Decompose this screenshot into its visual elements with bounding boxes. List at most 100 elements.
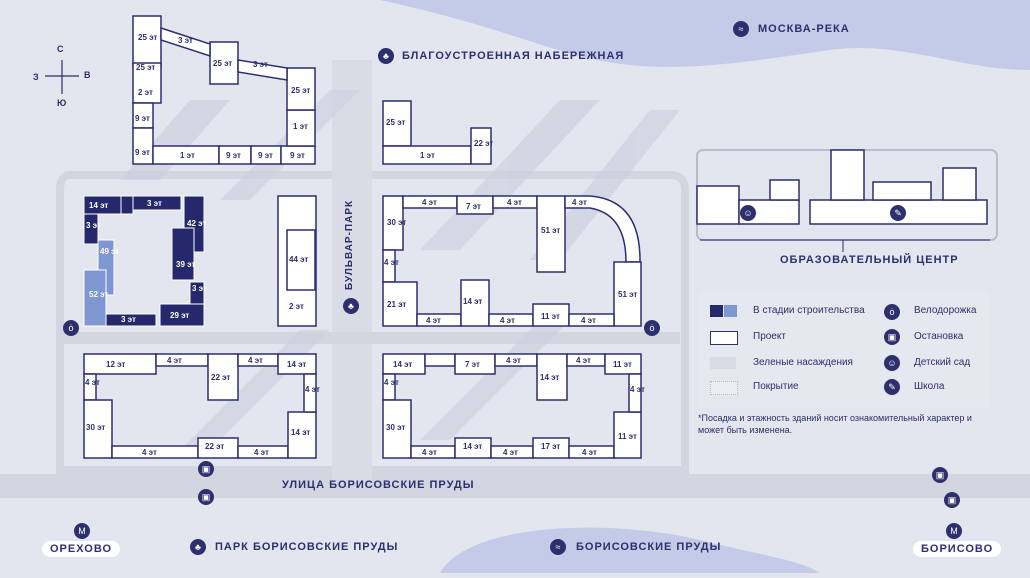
legend-green: Зеленые насаждения — [753, 357, 853, 368]
building-floors-label: 42 эт — [187, 219, 207, 228]
compass — [45, 60, 79, 94]
building-floors-label: 14 эт — [287, 360, 307, 369]
mid-road — [60, 332, 680, 344]
river-water — [380, 0, 1030, 70]
legend-bike: Велодорожка — [914, 305, 977, 316]
building-floors-label: 22 эт — [474, 139, 494, 148]
outer-road — [56, 171, 689, 474]
building-floors-label: 52 эт — [89, 290, 109, 299]
legend-cover: Покрытие — [753, 381, 799, 392]
building-floors-label: 4 эт — [576, 356, 591, 365]
building-floors-label: 51 эт — [541, 226, 561, 235]
legend-stop: Остановка — [914, 331, 964, 342]
ponds-label: БОРИСОВСКИЕ ПРУДЫ — [576, 541, 722, 553]
street-label: УЛИЦА БОРИСОВСКИЕ ПРУДЫ — [282, 479, 475, 491]
building-floors-label: 4 эт — [85, 378, 100, 387]
metro-orekhovo: ОРЕХОВО — [42, 541, 121, 557]
building-floors-label: 9 эт — [135, 148, 150, 157]
building-floors-label: 11 эт — [541, 312, 560, 321]
building-floors-label: 3 эт — [192, 284, 207, 293]
building-floors-label: 25 эт — [138, 33, 158, 42]
legend-swatch-cover — [710, 381, 738, 395]
building-floors-label: 4 эт — [582, 448, 597, 457]
bus-stop-icon-1: ▣ — [198, 461, 214, 477]
building-floors-label: 4 эт — [422, 198, 437, 207]
boulevard-label: БУЛЬВАР-ПАРК — [344, 199, 355, 290]
building-floors-label: 14 эт — [291, 428, 311, 437]
building-floors-label: 4 эт — [254, 448, 269, 457]
building-floors-label: 3 эт — [253, 60, 268, 69]
building-floors-label: 4 эт — [630, 385, 645, 394]
block-se — [382, 353, 642, 459]
block-w — [83, 195, 205, 327]
building-floors-label: 14 эт — [463, 442, 483, 451]
building-floors-label: 51 эт — [618, 290, 638, 299]
river-label: МОСКВА-РЕКА — [758, 23, 850, 35]
block-e — [382, 195, 642, 327]
building-floors-label: 4 эт — [500, 316, 515, 325]
building-floors-label: 14 эт — [540, 373, 560, 382]
pond-water — [440, 527, 820, 573]
boulevard-strip — [332, 60, 372, 480]
building-floors-label: 4 эт — [142, 448, 157, 457]
building-floors-label: 4 эт — [422, 448, 437, 457]
building-floors-label: 4 эт — [506, 356, 521, 365]
metro-borisovo: БОРИСОВО — [913, 541, 1002, 557]
compass-east: В — [84, 70, 92, 80]
legend-construction: В стадии строительства — [753, 305, 865, 316]
building-floors-label: 30 эт — [86, 423, 106, 432]
building-floors-label: 22 эт — [205, 442, 225, 451]
legend-stop-icon: ▣ — [884, 329, 900, 345]
boulevard-tree-icon: ♣ — [343, 298, 359, 314]
building-floors-label: 22 эт — [211, 373, 231, 382]
legend-note: *Посадка и этажность зданий носит ознако… — [698, 413, 972, 435]
school-icon: ✎ — [890, 205, 906, 221]
building-floors-label: 9 эт — [226, 151, 241, 160]
building-floors-label: 12 эт — [106, 360, 126, 369]
building-floors-label: 3 эт — [147, 199, 162, 208]
building-floors-label: 14 эт — [393, 360, 413, 369]
building-floors-label: 3 эт — [121, 315, 136, 324]
building-floors-label: 39 эт — [176, 260, 196, 269]
building-floors-label: 30 эт — [387, 218, 407, 227]
block-nw — [132, 15, 316, 165]
legend-swatch-project — [710, 331, 738, 345]
building-floors-label: 7 эт — [466, 202, 481, 211]
building-floors-label: 4 эт — [167, 356, 182, 365]
building-floors-label: 25 эт — [213, 59, 233, 68]
park-tree-icon: ♣ — [190, 539, 206, 555]
building-floors-label: 2 эт — [289, 302, 304, 311]
building-floors-label: 9 эт — [135, 114, 150, 123]
metro-icon-left: M — [74, 523, 90, 539]
legend-school: Школа — [914, 381, 945, 392]
building-floors-label: 2 эт — [138, 88, 153, 97]
building-floors-label: 49 эт — [100, 247, 120, 256]
building-floors-label: 21 эт — [387, 300, 407, 309]
park-label: ПАРК БОРИСОВСКИЕ ПРУДЫ — [215, 541, 399, 553]
legend-swatch-construction-light — [724, 305, 737, 317]
compass-west: З — [33, 72, 40, 82]
building-floors-label: 14 эт — [89, 201, 109, 210]
metro-icon-right: M — [946, 523, 962, 539]
building-floors-label: 9 эт — [290, 151, 305, 160]
water-icon: ≈ — [733, 21, 749, 37]
edu-center-label: ОБРАЗОВАТЕЛЬНЫЙ ЦЕНТР — [780, 254, 959, 266]
legend-school-icon: ✎ — [884, 379, 900, 395]
building-floors-label: 30 эт — [386, 423, 406, 432]
legend: В стадии строительства Проект Зеленые на… — [698, 291, 990, 407]
bus-stop-icon-4: ▣ — [944, 492, 960, 508]
building-floors-label: 29 эт — [170, 311, 190, 320]
building-floors-label: 4 эт — [507, 198, 522, 207]
building-floors-label: 25 эт — [136, 63, 156, 72]
building-floors-label: 4 эт — [581, 316, 596, 325]
building-floors-label: 4 эт — [248, 356, 263, 365]
bike-icon-2: ȯ — [644, 320, 660, 336]
kindergarten-icon: ☺ — [740, 205, 756, 221]
building-floors-label: 4 эт — [384, 258, 399, 267]
building-floors-label: 3 эт — [178, 36, 193, 45]
legend-swatch-green — [710, 357, 736, 369]
building-floors-label: 9 эт — [258, 151, 273, 160]
building-floors-label: 4 эт — [384, 378, 399, 387]
